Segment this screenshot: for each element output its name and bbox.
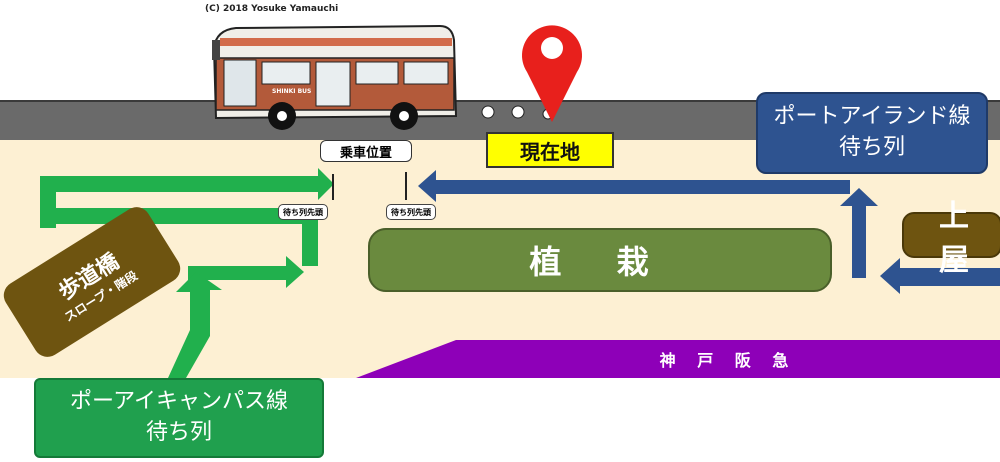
poai-campus-queue-label: 待ち列 [145,420,212,445]
current-location-label: 現在地 [486,132,614,168]
green-arrow-up-diagonal [168,272,222,378]
poai-campus-line-title: ポーアイキャンパス線 [69,389,289,415]
queue-post-right [405,172,407,200]
queue-head-right-tag: 待ち列先頭 [386,204,436,220]
port-island-queue-label: 待ち列 [838,135,905,160]
blue-arrow-up [840,188,878,278]
poai-campus-line-queue: ポーアイキャンパス線 待ち列 [34,378,324,458]
queue-head-left-tag: 待ち列先頭 [278,204,328,220]
bus-plate: SHINKI BUS [272,88,312,95]
blue-arrow-left [880,258,1000,294]
roof-shelter-label: 上 屋 [902,199,1000,278]
green-arrow-lower [188,256,304,288]
boarding-position-label: 乗車位置 [320,140,412,162]
copyright-text: (C) 2018 Yosuke Yamauchi [205,4,339,14]
planting-area: 植 栽 [368,228,832,292]
blue-arrow-to-stop [418,170,850,202]
blue-queue-path [418,170,1000,294]
port-island-line-queue: ポートアイランド線 待ち列 [756,92,988,174]
hankyu-band [356,340,1000,378]
location-pin-icon [522,25,583,123]
kobe-hankyu-label: 神 戸 阪 急 [659,351,797,370]
queue-post-left [332,174,334,200]
green-arrow-top [40,168,334,228]
bus-illustration [212,24,554,130]
port-island-line-title: ポートアイランド線 [773,104,971,130]
